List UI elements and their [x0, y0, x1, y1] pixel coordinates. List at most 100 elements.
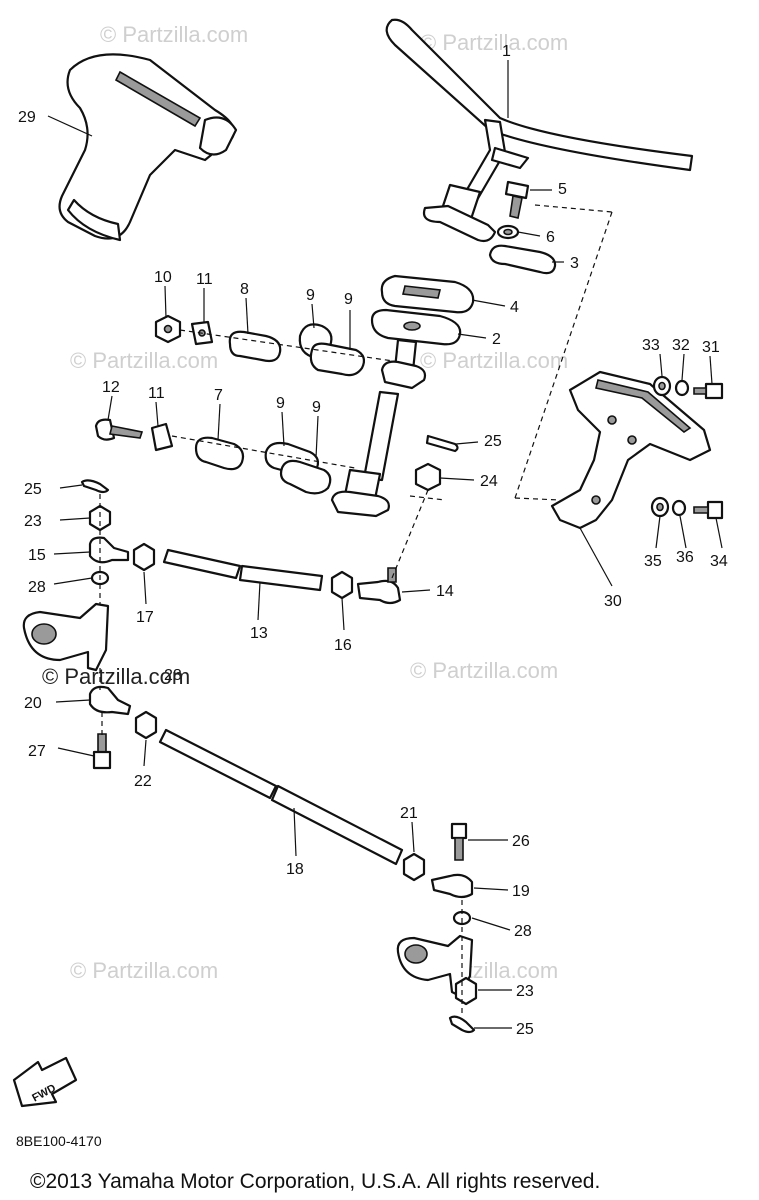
watermark: © Partzilla.com — [420, 30, 568, 55]
callout-27: 27 — [28, 743, 46, 760]
part-6-washer — [496, 224, 520, 240]
callout-19: 19 — [512, 883, 530, 900]
callout-9: 9 — [312, 399, 321, 416]
callout-34: 34 — [710, 553, 728, 570]
callout-31: 31 — [702, 339, 720, 356]
part-8-bracket — [228, 330, 282, 363]
callout-8: 8 — [240, 281, 249, 298]
part-34-bolt — [693, 500, 724, 520]
watermark: © Partzilla.com — [100, 22, 248, 47]
part-31-bolt — [693, 382, 724, 400]
assembly-lines — [99, 204, 613, 1016]
callout-3: 3 — [570, 255, 579, 272]
part-20-ball-joint — [88, 685, 132, 716]
callout-36: 36 — [676, 549, 694, 566]
part-33-bushing — [652, 375, 672, 397]
callout-26: 26 — [512, 833, 530, 850]
part-29-handle-cover — [58, 53, 238, 242]
part-2-lower-holder — [370, 308, 462, 346]
part-arm-left — [22, 602, 110, 672]
part-16-nut — [330, 570, 354, 600]
callout-28: 28 — [28, 579, 46, 596]
callout-20: 20 — [24, 695, 42, 712]
callout-10: 10 — [154, 269, 172, 286]
callout-11: 11 — [148, 385, 165, 402]
callout-7: 7 — [214, 387, 223, 404]
part-27-bolt — [92, 733, 112, 770]
part-15-ball-joint — [88, 536, 130, 564]
callout-23: 23 — [24, 513, 42, 530]
callout-12: 12 — [102, 379, 120, 396]
callout-28: 28 — [514, 923, 532, 940]
callout-21: 21 — [400, 805, 418, 822]
callout-1: 1 — [502, 43, 511, 60]
callout-32: 32 — [672, 337, 690, 354]
watermark: © Partzilla.com — [410, 658, 558, 683]
part-32-washer — [674, 379, 690, 397]
part-25-pin-right — [448, 1015, 476, 1034]
callout-18: 18 — [286, 861, 304, 878]
watermark-dark: © Partzilla.com — [42, 664, 190, 689]
part-26-bolt — [450, 822, 468, 861]
part-10-nut — [154, 314, 182, 344]
callout-23: 23 — [516, 983, 534, 1000]
part-24-nut — [414, 462, 442, 492]
part-11-plate-lower — [150, 422, 174, 452]
callout-4: 4 — [510, 299, 519, 316]
callout-28: 28 — [164, 667, 182, 684]
part-3-clamp — [488, 244, 557, 275]
part-35-bushing — [650, 496, 670, 518]
callout-9: 9 — [306, 287, 315, 304]
callout-13: 13 — [250, 625, 268, 642]
callout-25: 25 — [516, 1021, 534, 1038]
watermark: © Partzilla.com — [420, 348, 568, 373]
callout-29: 29 — [18, 109, 36, 126]
part-30-bracket — [550, 370, 712, 530]
part-9-bushing-lower — [264, 441, 332, 495]
callout-2: 2 — [492, 331, 501, 348]
watermark: © Partzilla.com — [70, 958, 218, 983]
fwd-arrow: FWD — [12, 1056, 78, 1108]
part-5-bolt — [504, 180, 530, 219]
part-arm-right — [396, 934, 474, 998]
copyright-notice: ©2013 Yamaha Motor Corporation, U.S.A. A… — [30, 1170, 600, 1193]
callout-9: 9 — [276, 395, 285, 412]
part-19-ball-joint — [430, 873, 474, 899]
part-7-bracket — [194, 436, 245, 471]
callout-25: 25 — [24, 481, 42, 498]
callout-24: 24 — [480, 473, 498, 490]
part-21-nut — [402, 852, 426, 882]
callout-14: 14 — [436, 583, 454, 600]
callout-25: 25 — [484, 433, 502, 450]
callout-6: 6 — [546, 229, 555, 246]
callout-labels: 29 1 5 6 3 4 2 10 11 8 9 9 12 11 7 9 9 2… — [18, 43, 728, 1038]
callout-15: 15 — [28, 547, 46, 564]
callout-9: 9 — [344, 291, 353, 308]
part-12-bolt — [94, 418, 144, 441]
leader-lines — [47, 60, 723, 1029]
part-18-rod — [158, 728, 404, 866]
part-1-handlebar — [385, 18, 694, 243]
callout-17: 17 — [136, 609, 154, 626]
diagram-code: 8BE100-4170 — [16, 1133, 102, 1149]
watermarks: © Partzilla.com © Partzilla.com © Partzi… — [70, 22, 568, 983]
part-17-nut — [132, 542, 156, 572]
part-23-nut-left — [88, 504, 112, 532]
callout-33: 33 — [642, 337, 660, 354]
part-23-nut-right — [454, 976, 478, 1006]
callout-11: 11 — [196, 271, 213, 288]
part-25-cotter-pin — [425, 434, 459, 453]
callout-22: 22 — [134, 773, 152, 790]
part-9-bushing — [298, 323, 366, 377]
callout-35: 35 — [644, 553, 662, 570]
steering-column — [330, 338, 427, 518]
callout-30: 30 — [604, 593, 622, 610]
watermark: © Partzilla.com — [70, 348, 218, 373]
part-22-nut — [134, 710, 158, 740]
part-36-washer — [671, 499, 687, 517]
callout-5: 5 — [558, 181, 567, 198]
callout-16: 16 — [334, 637, 352, 654]
part-4-upper-holder — [380, 274, 475, 314]
part-13-rod — [162, 548, 324, 592]
